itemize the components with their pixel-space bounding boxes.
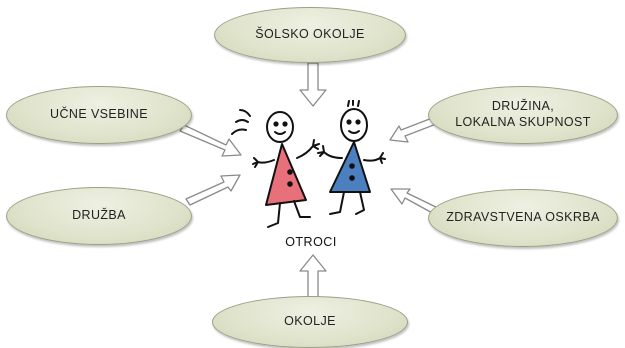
girl-dress: [265, 143, 307, 206]
children-illustration: [231, 100, 386, 228]
arrow-from-left1: [179, 124, 242, 157]
center-label: OTROCI: [285, 235, 337, 249]
arrow-from-top: [299, 62, 327, 107]
boy-hair: [347, 100, 360, 107]
node-label: OKOLJE: [284, 314, 336, 329]
node-label: DRUŽBA: [72, 208, 126, 223]
node-solsko-okolje: ŠOLSKO OKOLJE: [214, 7, 406, 63]
node-druzba: DRUŽBA: [6, 187, 192, 245]
node-label: ŠOLSKO OKOLJE: [255, 27, 365, 42]
node-ucne-vsebine: UČNE VSEBINE: [6, 86, 192, 144]
girl-hair: [231, 109, 251, 135]
node-okolje: OKOLJE: [212, 296, 408, 348]
girl-head: [266, 111, 294, 143]
boy-head: [340, 108, 368, 142]
node-druzina-lokalna-skupnost: DRUŽINA, LOKALNA SKUPNOST: [428, 86, 618, 144]
node-label: ZDRAVSTVENA OSKRBA: [446, 210, 600, 225]
node-label-line-1: DRUŽINA,: [491, 99, 555, 114]
node-label: UČNE VSEBINE: [50, 107, 148, 122]
arrow-from-left2: [185, 174, 241, 206]
node-zdravstvena-oskrba: ZDRAVSTVENA OSKRBA: [428, 189, 618, 247]
node-label-line-2: LOKALNA SKUPNOST: [455, 115, 591, 129]
arrow-from-bottom: [299, 254, 327, 298]
